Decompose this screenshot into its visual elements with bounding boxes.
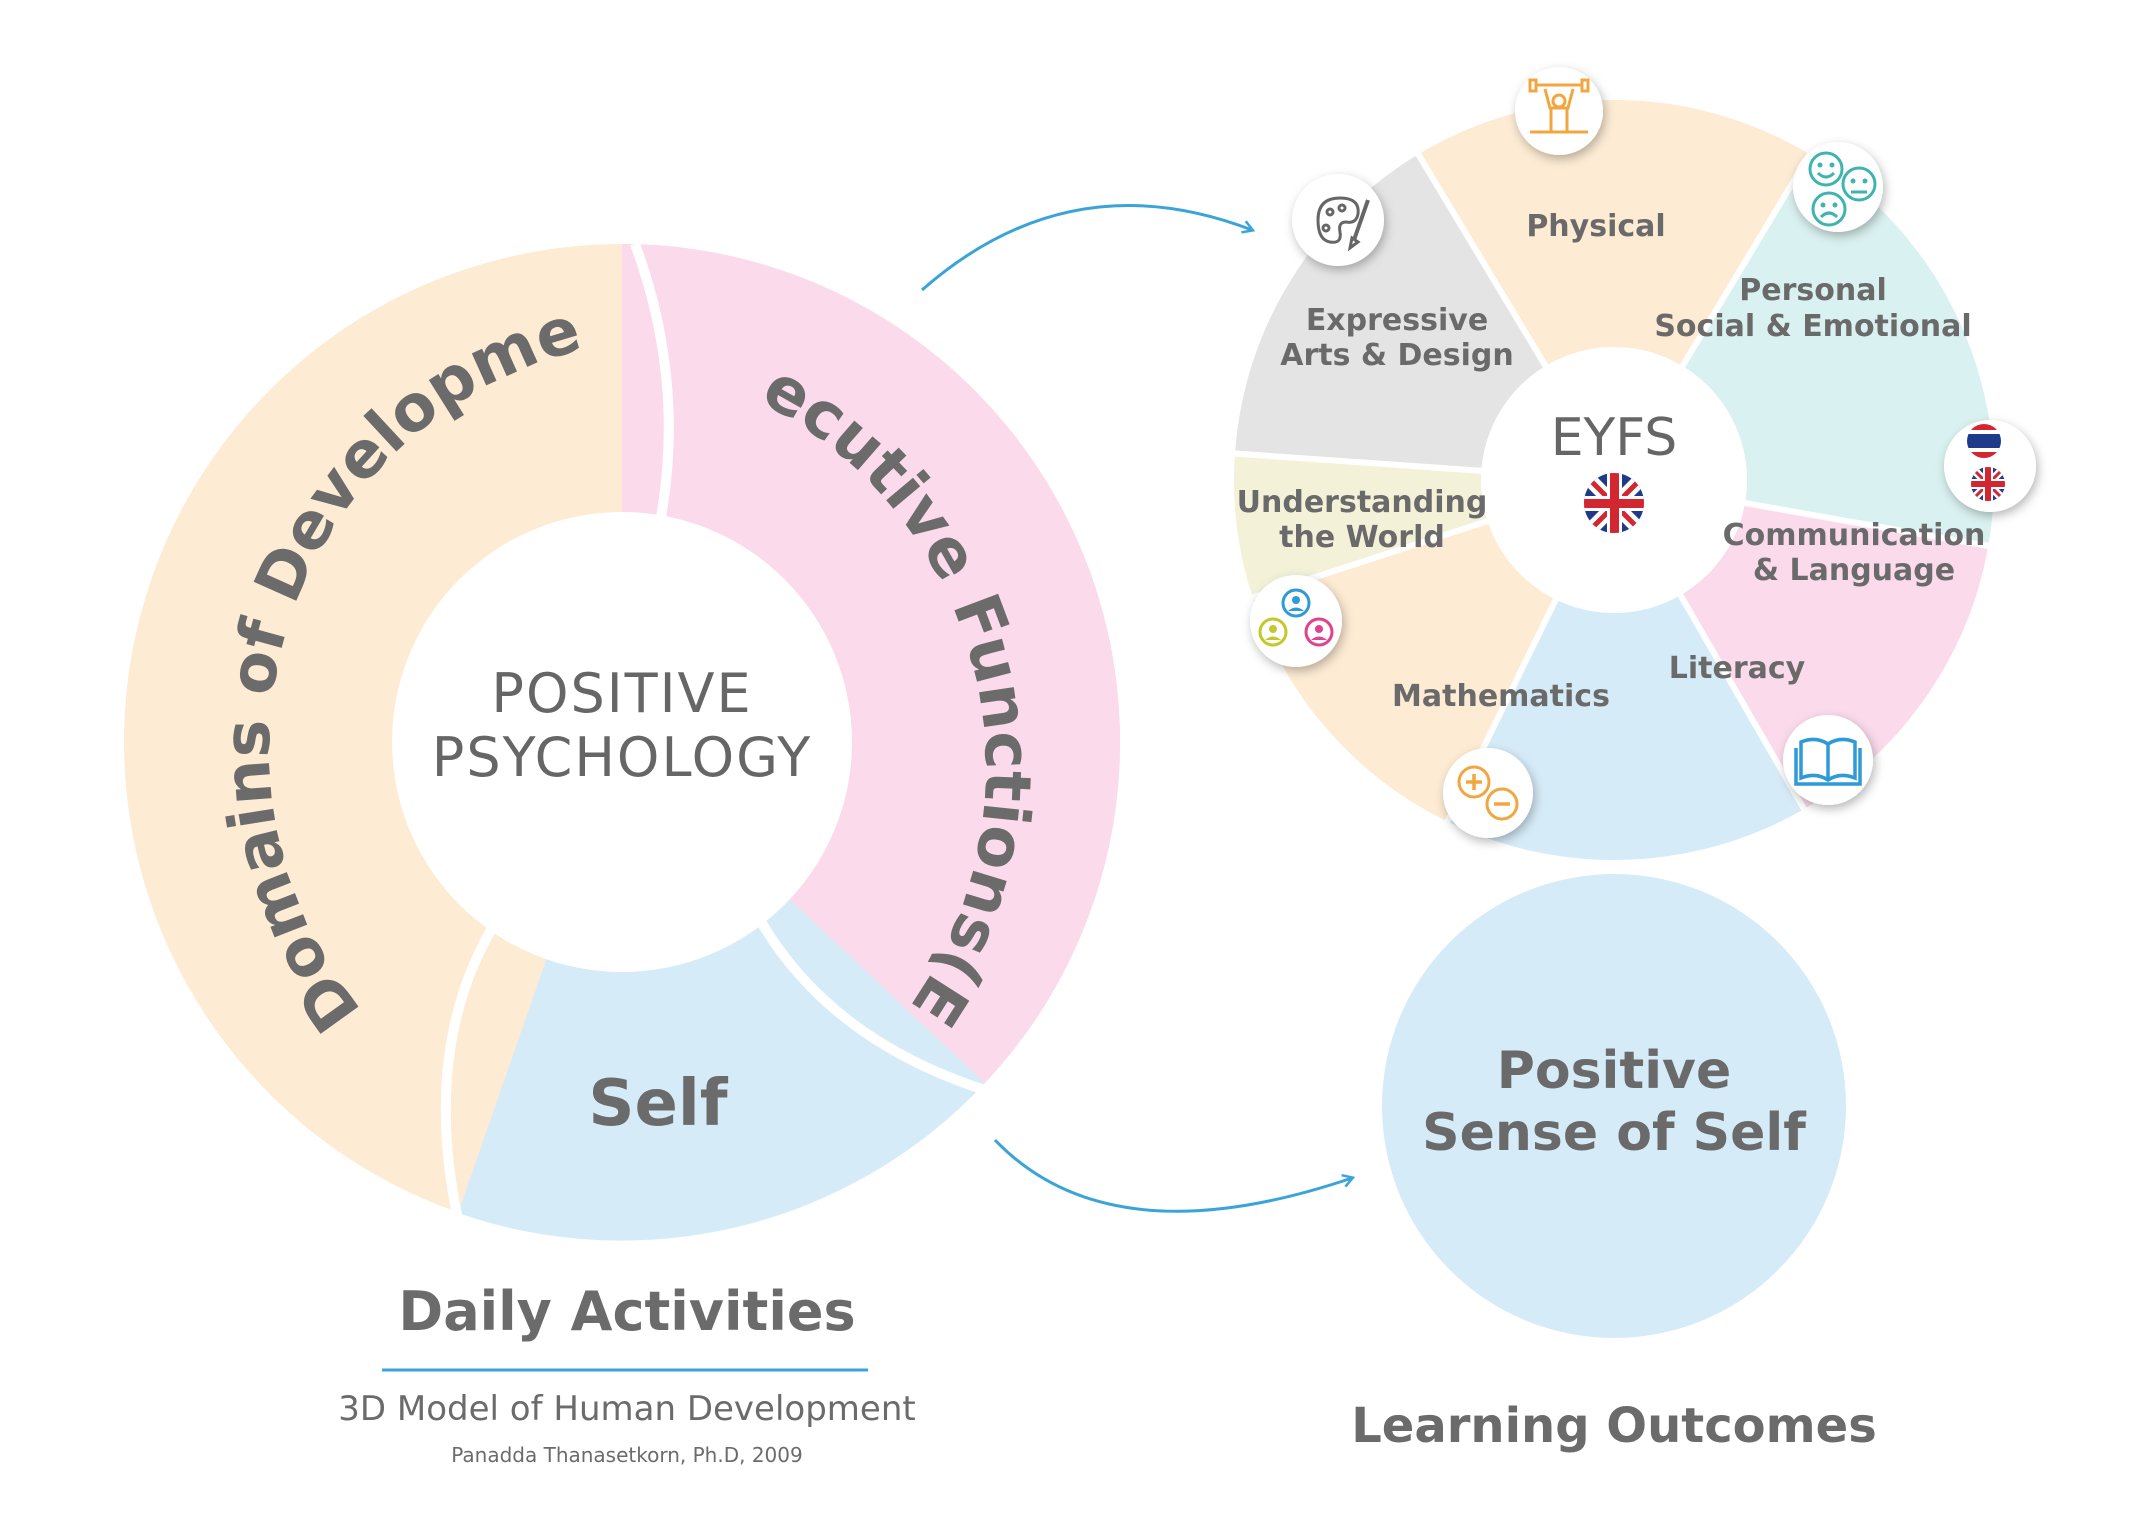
open-book-icon [1783,715,1873,805]
seg-label-cl-line1: Communication [1723,518,1986,553]
development-model: POSITIVE PSYCHOLOGY 4 Domains of Develop… [0,0,1121,1241]
paint-palette-icon [1292,174,1384,266]
outcome-line2: Sense of Self [1422,1103,1807,1163]
thai-uk-flags-icon [1944,420,2036,512]
athlete-icon [1515,67,1603,155]
seg-label-pse-line1: Personal [1739,273,1886,308]
emotion-faces-icon [1793,142,1883,232]
outcome-line1: Positive [1497,1041,1731,1101]
seg-label-utw-line2: the World [1279,520,1445,555]
ring-label-self: Self [588,1067,728,1141]
seg-label-cl-line2: & Language [1753,553,1955,588]
seg-label-physical: Physical [1526,209,1665,244]
eyfs-wheel: EYFS Physical Personal Social & Emotiona… [1228,67,2036,866]
ring-divider [440,912,505,1222]
center-circle [392,512,852,972]
seg-label-utw-line1: Understanding [1237,485,1488,520]
author-caption: Panadda Thanasetkorn, Ph.D, 2009 [451,1443,802,1467]
arrow-to-outcome [993,1138,1352,1213]
seg-label-literacy: Literacy [1669,651,1806,686]
arrow-to-eyfs [921,204,1252,292]
daily-activities-title: Daily Activities [398,1280,855,1343]
seg-label-ead-line2: Arts & Design [1280,338,1513,373]
seg-label-ead-line1: Expressive [1306,303,1488,338]
model-name-caption: 3D Model of Human Development [338,1389,915,1429]
ring-ef-segment [622,244,1121,1083]
ring-divider [755,917,987,1095]
seg-label-maths: Mathematics [1392,679,1610,714]
eyfs-center-label: EYFS [1551,408,1678,468]
center-label-line2: PSYCHOLOGY [432,726,813,789]
learning-outcomes-title: Learning Outcomes [1351,1398,1877,1454]
seg-label-pse-line2: Social & Emotional [1654,309,1971,344]
people-icon [1250,575,1342,667]
center-label-line1: POSITIVE [491,662,752,725]
positive-sense-circle [1382,874,1846,1338]
plus-minus-icon [1443,748,1533,838]
